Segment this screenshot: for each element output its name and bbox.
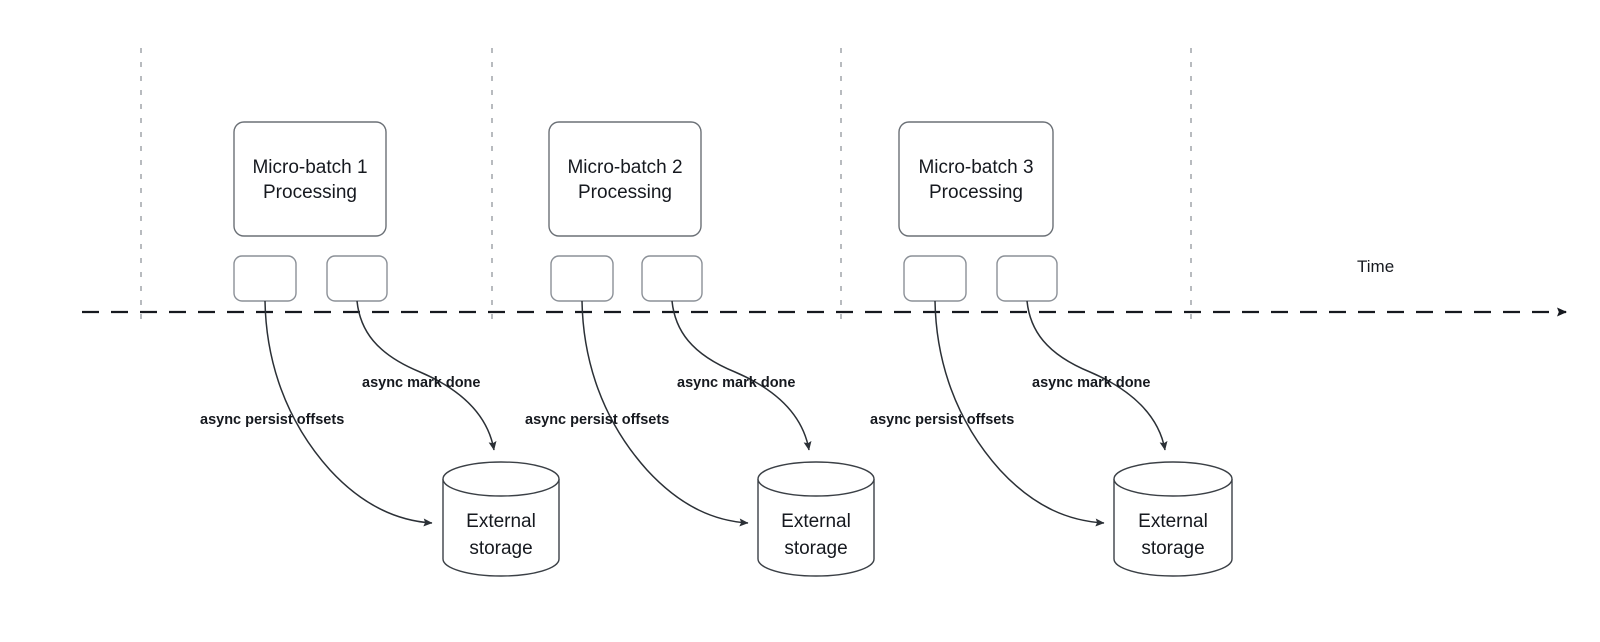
external-storage-2-label-line1: External	[781, 511, 851, 532]
external-storage-2-label-line2: storage	[784, 538, 847, 559]
mark-done-curve-3	[1026, 300, 1168, 451]
external-storage-cylinder-1[interactable]	[442, 461, 560, 577]
persist-offsets-curve-2	[581, 300, 749, 527]
micro-batch-group-2: Micro-batch 2 Processing async persist o…	[525, 121, 875, 577]
time-axis-label: Time	[1357, 257, 1394, 276]
external-storage-cylinder-2[interactable]	[757, 461, 875, 577]
micro-batch-group-3: Micro-batch 3 Processing async persist o…	[870, 121, 1233, 577]
micro-batch-2-box[interactable]	[548, 121, 702, 237]
persist-offsets-curve-3	[934, 300, 1105, 527]
async-persist-offsets-label-1: async persist offsets	[200, 412, 344, 428]
guide-lines	[140, 48, 1192, 320]
external-storage-cylinder-3[interactable]	[1113, 461, 1233, 577]
external-storage-1-label-line2: storage	[469, 538, 532, 559]
mini-box-2b[interactable]	[641, 255, 703, 302]
micro-batch-1-label-line2: Processing	[263, 182, 357, 203]
micro-batch-2-label-line2: Processing	[578, 182, 672, 203]
external-storage-3-label-line2: storage	[1141, 538, 1204, 559]
mini-box-2a[interactable]	[550, 255, 614, 302]
async-persist-offsets-label-3: async persist offsets	[870, 412, 1014, 428]
micro-batch-3-label-line1: Micro-batch 3	[918, 157, 1033, 178]
async-persist-offsets-label-2: async persist offsets	[525, 412, 669, 428]
async-mark-done-label-3: async mark done	[1032, 375, 1150, 391]
persist-offsets-curve-1	[264, 300, 433, 527]
mini-box-3a[interactable]	[903, 255, 967, 302]
mark-done-curve-1	[356, 300, 497, 451]
mark-done-curve-2	[671, 300, 812, 451]
micro-batch-1-box[interactable]	[233, 121, 387, 237]
async-mark-done-label-1: async mark done	[362, 375, 480, 391]
external-storage-1-label-line1: External	[466, 511, 536, 532]
micro-batch-1-label-line1: Micro-batch 1	[252, 157, 367, 178]
mini-box-1a[interactable]	[233, 255, 297, 302]
micro-batch-3-label-line2: Processing	[929, 182, 1023, 203]
mini-box-3b[interactable]	[996, 255, 1058, 302]
micro-batch-2-label-line1: Micro-batch 2	[567, 157, 682, 178]
external-storage-3-label-line1: External	[1138, 511, 1208, 532]
micro-batch-group-1: Micro-batch 1 Processing async persist o…	[200, 121, 560, 577]
micro-batch-3-box[interactable]	[898, 121, 1054, 237]
mini-box-1b[interactable]	[326, 255, 388, 302]
async-mark-done-label-2: async mark done	[677, 375, 795, 391]
